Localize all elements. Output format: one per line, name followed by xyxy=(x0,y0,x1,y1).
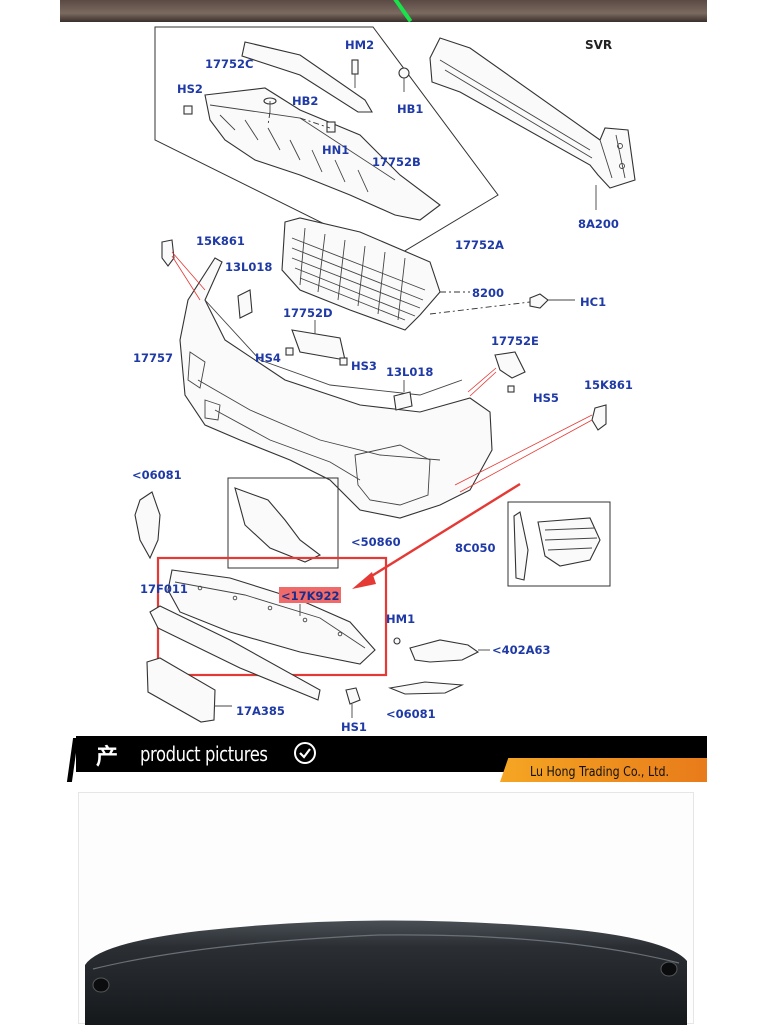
part-17752E xyxy=(467,351,526,397)
label-hs1: HS1 xyxy=(341,720,367,734)
label-hs5: HS5 xyxy=(533,391,559,405)
label-hb2: HB2 xyxy=(292,94,318,108)
label-hn1: HN1 xyxy=(322,143,349,157)
label-13L018-top: 13L018 xyxy=(225,260,272,274)
part-8C050-vent xyxy=(537,517,601,567)
green-streak xyxy=(391,0,413,22)
label-17752A: 17752A xyxy=(455,238,504,252)
label-17K922-bg xyxy=(279,587,341,603)
part-8A200-crossmember xyxy=(429,37,636,189)
fastener-hs1 xyxy=(345,687,361,718)
label-13L018-mid: 13L018 xyxy=(386,365,433,379)
fastener-hs3 xyxy=(339,357,348,366)
label-hb1: HB1 xyxy=(397,102,423,116)
label-hm1: HM1 xyxy=(386,612,415,626)
banner-chinese-char: 产 xyxy=(96,745,119,770)
product-skid-plate-image xyxy=(85,920,687,1025)
check-circle-icon xyxy=(294,742,316,764)
part-8C050-strip xyxy=(513,511,529,581)
part-17A385-plate xyxy=(146,657,216,723)
parts-diagram: SVR 17752C HM2 HS2 HB2 HB1 HN1 17752B 17… xyxy=(132,26,636,734)
label-06081-top: <06081 xyxy=(132,468,182,482)
part-8C050-box xyxy=(507,501,611,587)
part-17757-bumper xyxy=(179,257,493,519)
fastener-hb2 xyxy=(263,97,277,112)
label-hc1: HC1 xyxy=(580,295,606,309)
part-17752D xyxy=(291,320,346,361)
fastener-hm1 xyxy=(393,637,401,645)
part-50860-box xyxy=(227,477,339,569)
fastener-hb1 xyxy=(398,67,410,92)
label-17752D: 17752D xyxy=(283,306,333,320)
crossmember-detail xyxy=(439,59,626,179)
label-17F011: 17F011 xyxy=(140,582,188,596)
label-06081-bottom: <06081 xyxy=(386,707,436,721)
label-8200: 8200 xyxy=(472,286,504,300)
part-15K861-right xyxy=(454,404,607,493)
fastener-hs2 xyxy=(183,105,193,115)
label-15K861-top: 15K861 xyxy=(196,234,245,248)
part-50860 xyxy=(234,487,322,563)
label-hs2: HS2 xyxy=(177,82,203,96)
company-tag xyxy=(500,758,707,782)
label-hs3: HS3 xyxy=(351,359,377,373)
label-17752B: 17752B xyxy=(372,155,421,169)
fastener-hc1 xyxy=(529,293,549,309)
upper-group-box xyxy=(154,26,499,259)
bumper-detail xyxy=(187,299,463,506)
label-17A385: 17A385 xyxy=(236,704,285,718)
product-photo xyxy=(78,792,694,1025)
label-8A200: 8A200 xyxy=(578,217,619,231)
part-17752C xyxy=(241,41,373,113)
top-photo-strip xyxy=(60,0,707,22)
part-17F011 xyxy=(149,605,321,701)
part-402A63 xyxy=(409,639,480,663)
highlight-arrow xyxy=(352,482,521,589)
part-17752B xyxy=(204,87,441,221)
grille-mesh xyxy=(291,227,426,321)
part-06081-left xyxy=(134,491,161,560)
label-17752C: 17752C xyxy=(205,57,253,71)
label-svr: SVR xyxy=(585,38,612,52)
label-8C050: 8C050 xyxy=(455,541,495,555)
part-13L018-mid xyxy=(393,380,413,411)
company-name: Lu Hong Trading Co., Ltd. xyxy=(530,765,669,780)
part-8200-grille xyxy=(281,217,441,331)
label-17757: 17757 xyxy=(133,351,173,365)
label-50860: <50860 xyxy=(351,535,401,549)
label-17K922: <17K922 xyxy=(281,589,340,603)
part-15K861-left xyxy=(161,239,206,301)
label-402A63: <402A63 xyxy=(492,643,551,657)
label-17752E: 17752E xyxy=(491,334,539,348)
label-15K861-right: 15K861 xyxy=(584,378,633,392)
label-hm2: HM2 xyxy=(345,38,374,52)
label-hs4: HS4 xyxy=(255,351,281,365)
fastener-hs4 xyxy=(285,347,294,356)
part-13L018-top xyxy=(237,289,253,319)
banner-title: product pictures xyxy=(140,742,268,766)
part-06081-bottom xyxy=(387,681,465,695)
section-banner: 产 product pictures Lu Hong Trading Co., … xyxy=(66,736,707,782)
part-17K922 xyxy=(167,569,376,665)
fastener-hm2 xyxy=(351,59,359,88)
